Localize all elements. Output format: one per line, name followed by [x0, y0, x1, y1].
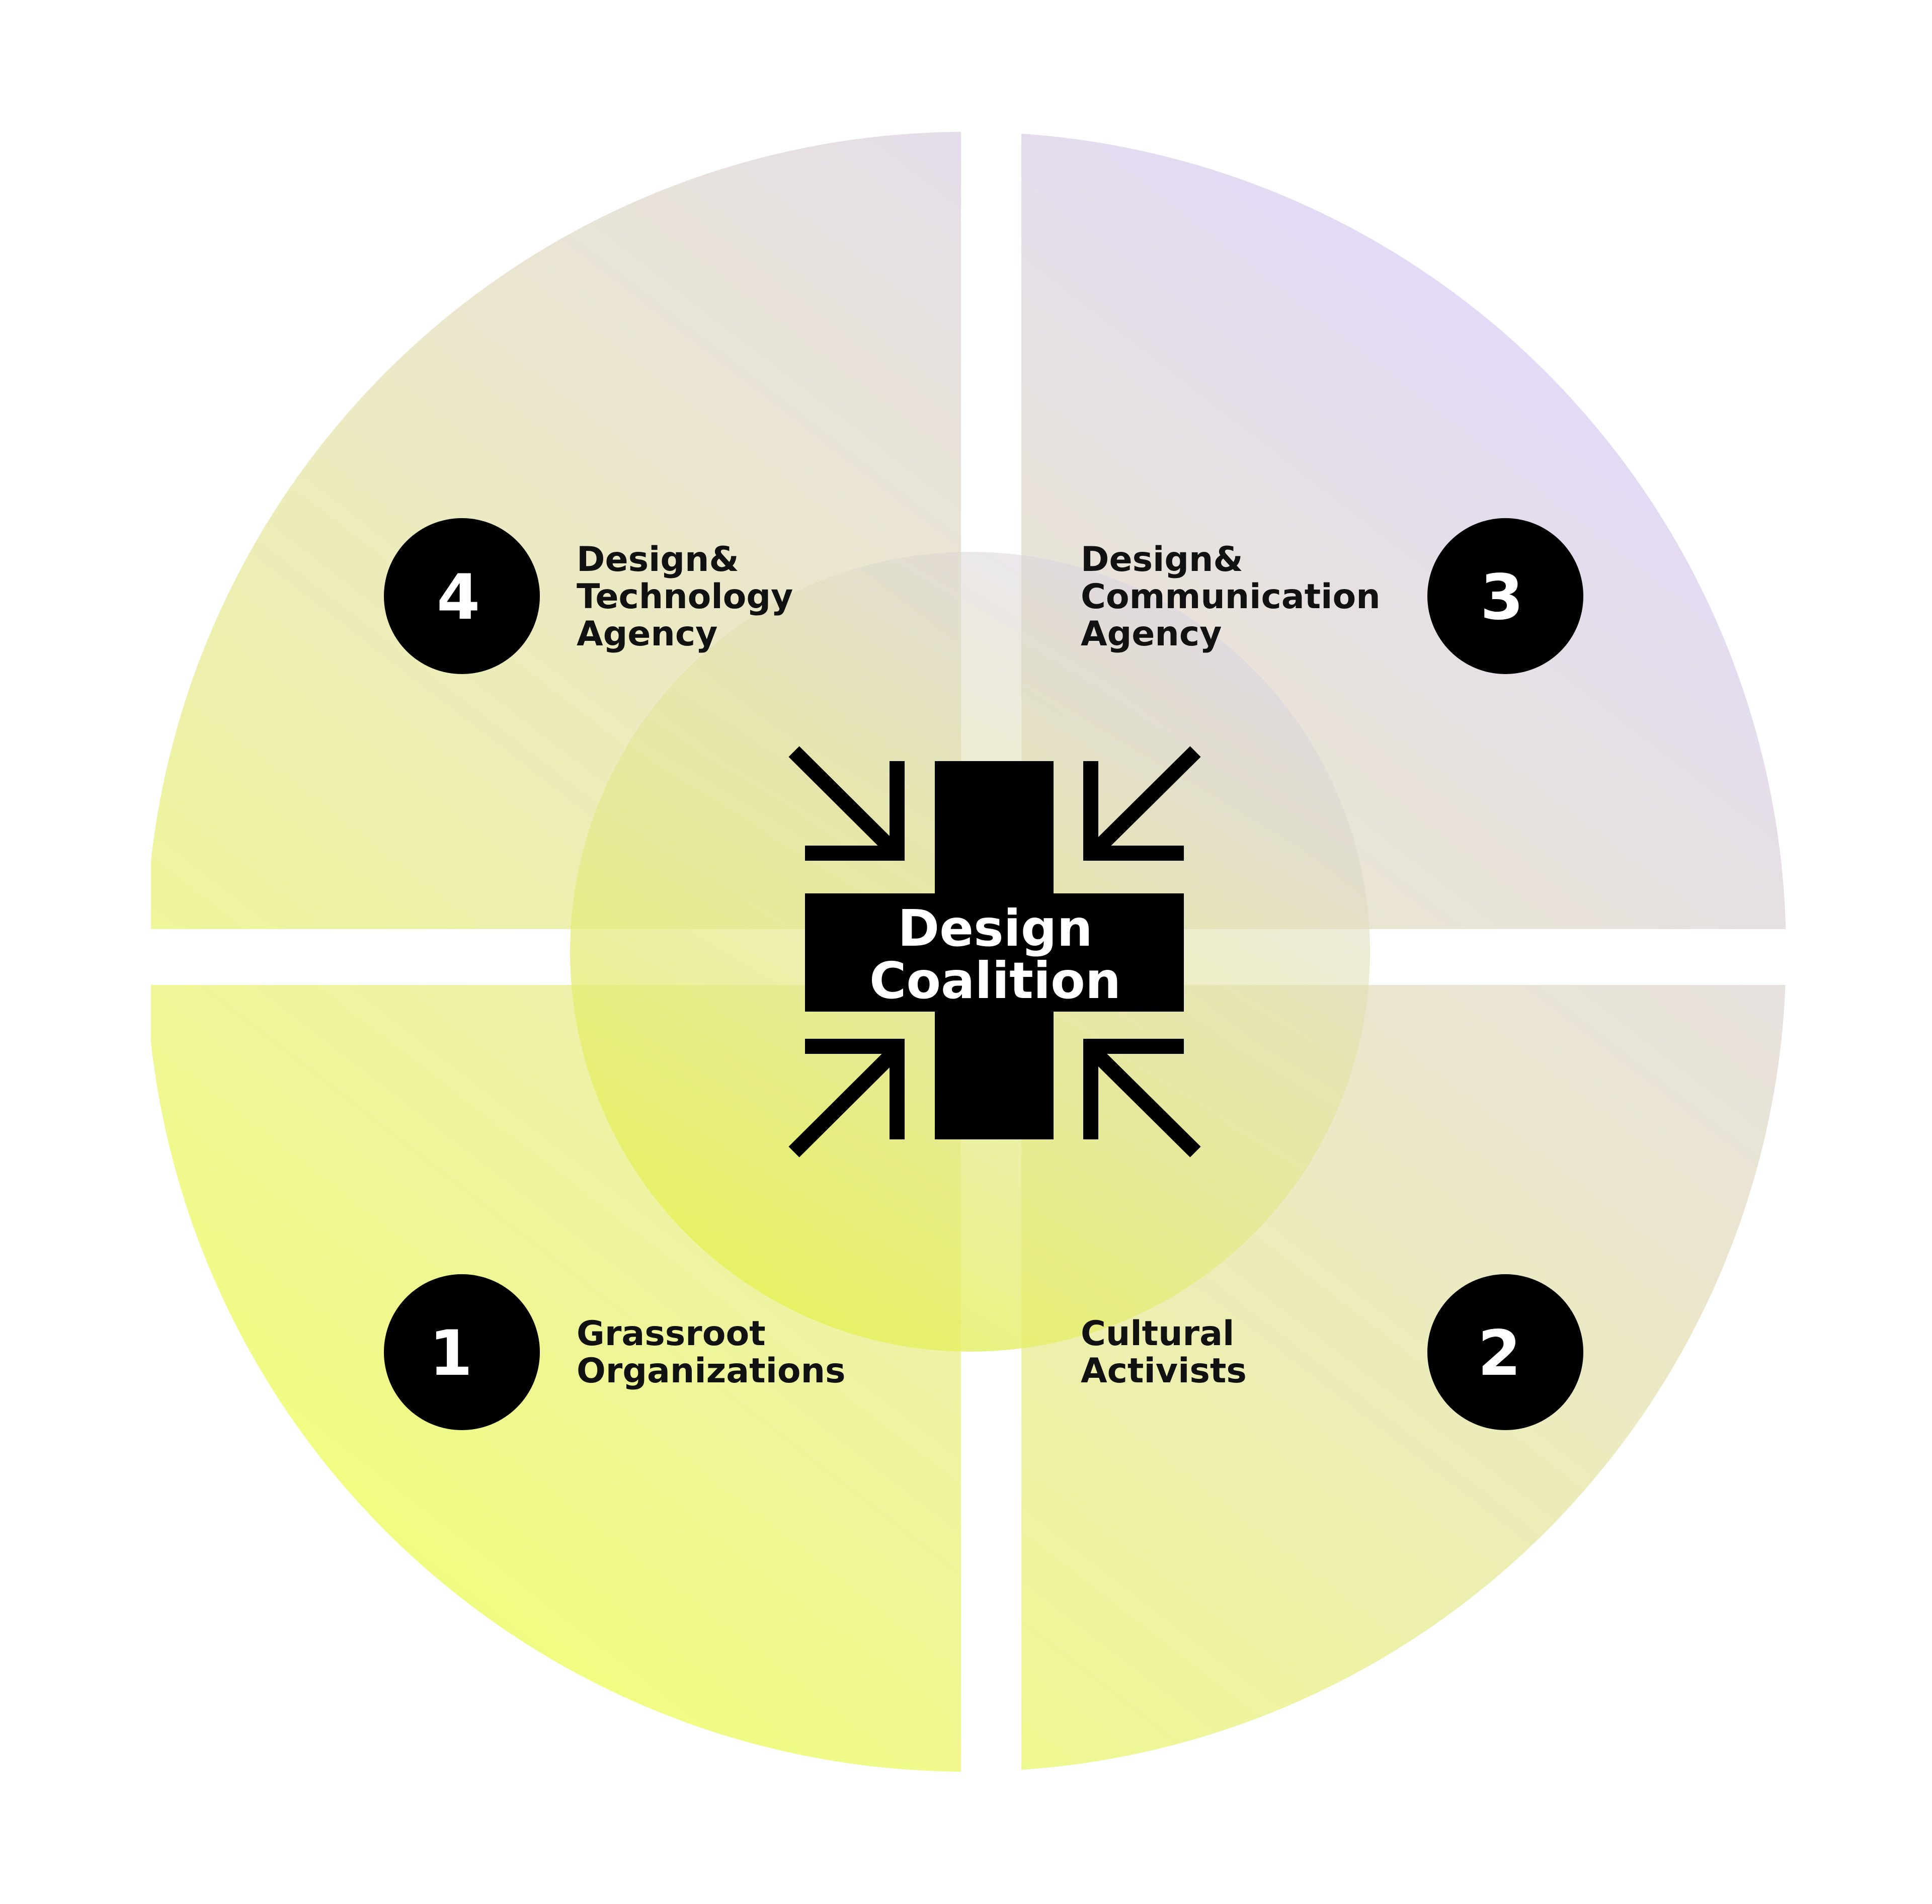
segment-label-line: Agency — [1081, 614, 1222, 654]
segment-label-line: Communication — [1081, 577, 1381, 617]
converging-arrows-icon — [788, 746, 1201, 1157]
segment-1: 1 Grassroot Organizations — [384, 1274, 846, 1430]
number-badge — [384, 1274, 540, 1430]
number-badge — [384, 518, 540, 674]
badge-number: 4 — [437, 561, 480, 634]
segment-3: 3 Design& Communication Agency — [1081, 518, 1583, 674]
segment-4: 4 Design& Technology Agency — [384, 518, 793, 674]
center-title-line2: Coalition — [869, 951, 1121, 1010]
badge-number: 1 — [429, 1317, 472, 1390]
segment-label-line: Grassroot — [577, 1314, 766, 1354]
segment-2: 2 Cultural Activists — [1081, 1274, 1583, 1430]
badge-number: 3 — [1480, 561, 1523, 634]
segment-label-line: Activists — [1081, 1351, 1247, 1391]
segment-label-line: Technology — [577, 577, 793, 617]
cross-icon — [805, 761, 1184, 1139]
segment-label-line: Design& — [1081, 540, 1243, 580]
segment-label-line: Cultural — [1081, 1314, 1234, 1354]
center-title-line1: Design — [898, 899, 1092, 958]
segment-label-line: Design& — [577, 540, 739, 580]
number-badge — [1427, 518, 1583, 674]
segment-label-line: Agency — [577, 614, 717, 654]
number-badge — [1427, 1274, 1583, 1430]
badge-number: 2 — [1478, 1317, 1521, 1390]
segment-label-line: Organizations — [577, 1351, 846, 1391]
